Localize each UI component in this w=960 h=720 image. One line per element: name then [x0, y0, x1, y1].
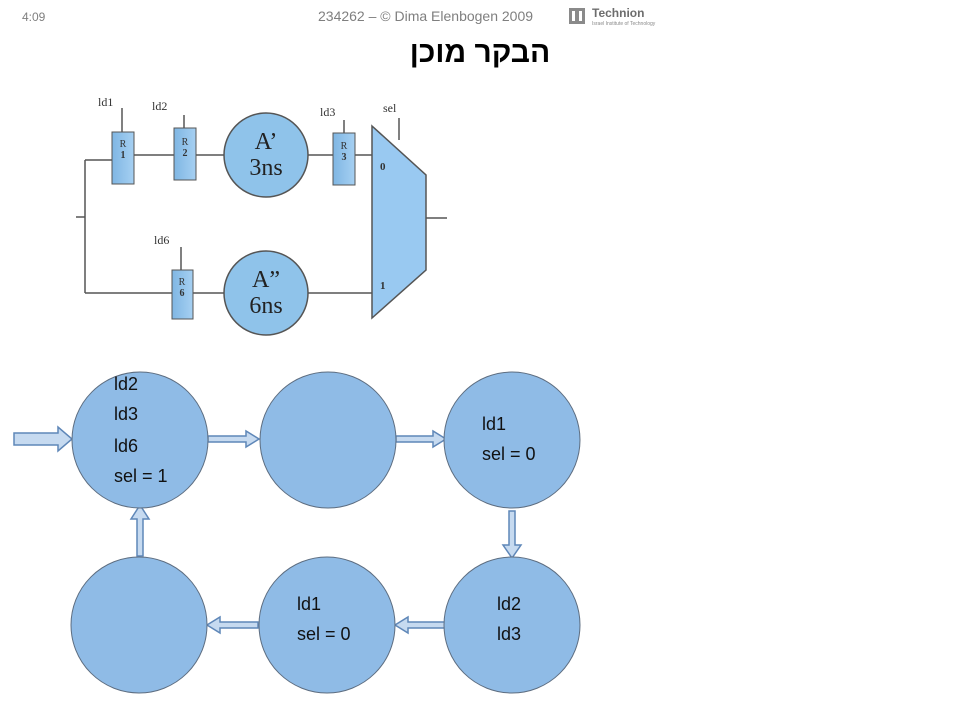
- technion-logo: Technion Israel Institute of Technology: [569, 6, 656, 27]
- slide-title: הבקר מוכן: [409, 36, 551, 69]
- state-6: [70, 556, 208, 694]
- register-r2-letter: R: [182, 137, 189, 148]
- state-4-line-2: ld3: [497, 624, 521, 644]
- register-r3: R 3: [332, 132, 356, 186]
- arrow-s4-s5: [393, 615, 448, 635]
- state-3-line-1: ld1: [482, 414, 506, 434]
- signal-ld2-label: ld2: [152, 99, 167, 113]
- arrow-s5-s6: [205, 615, 259, 635]
- unit-a-prime: A’ 3ns: [223, 112, 309, 198]
- state-1-line-4: sel = 1: [114, 466, 168, 486]
- state-1-line-2: ld3: [114, 404, 138, 424]
- register-r3-letter: R: [341, 141, 348, 152]
- arrow-s6-s1: [129, 503, 151, 557]
- fsm-diagram: ld2 ld3 ld6 sel = 1 ld1 sel = 0 ld2 ld3 …: [13, 371, 581, 694]
- unit-a-double-prime-delay: 6ns: [249, 293, 282, 319]
- register-r2-number: 2: [183, 148, 188, 159]
- signal-ld3-label: ld3: [320, 105, 335, 119]
- register-r6: R 6: [171, 269, 194, 320]
- signal-sel-label: sel: [383, 101, 397, 115]
- mux-input-0-label: 0: [380, 161, 386, 173]
- arrow-s1-s2: [207, 429, 261, 449]
- slide-number: 4:09: [22, 10, 46, 24]
- course-header: 234262 – © Dima Elenbogen 2009: [318, 8, 534, 24]
- unit-a-double-prime: A” 6ns: [223, 250, 309, 336]
- unit-a-double-prime-name: A”: [252, 267, 280, 293]
- state-3: ld1 sel = 0: [443, 371, 581, 509]
- state-5-line-2: sel = 0: [297, 624, 351, 644]
- register-r1-number: 1: [121, 150, 126, 161]
- signal-ld6-label: ld6: [154, 233, 169, 247]
- state-2: [259, 371, 397, 509]
- register-r2: R 2: [173, 127, 197, 181]
- technion-emblem-icon: [569, 8, 585, 24]
- logo-text: Technion: [592, 6, 644, 20]
- state-3-line-2: sel = 0: [482, 444, 536, 464]
- register-r1-letter: R: [120, 139, 127, 150]
- state-1-line-3: ld6: [114, 436, 138, 456]
- register-r3-number: 3: [342, 152, 347, 163]
- state-4-line-1: ld2: [497, 594, 521, 614]
- arrow-s3-s4: [501, 510, 523, 560]
- unit-a-prime-delay: 3ns: [249, 155, 282, 181]
- state-5: ld1 sel = 0: [258, 556, 396, 694]
- register-r6-number: 6: [180, 288, 185, 299]
- state-1-line-1: ld2: [114, 374, 138, 394]
- state-1: ld2 ld3 ld6 sel = 1: [71, 371, 209, 509]
- arrow-s2-s3: [395, 429, 448, 449]
- state-5-line-1: ld1: [297, 594, 321, 614]
- logo-subtext: Israel Institute of Technology: [592, 21, 656, 27]
- state-4: ld2 ld3: [443, 556, 581, 694]
- unit-a-prime-name: A’: [255, 129, 278, 155]
- multiplexer: 0 1: [371, 124, 427, 320]
- register-r1: R 1: [111, 131, 135, 185]
- arrow-entry: [13, 425, 74, 453]
- datapath-circuit: [76, 108, 447, 294]
- signal-ld1-label: ld1: [98, 95, 113, 109]
- mux-input-1-label: 1: [380, 280, 386, 292]
- register-r6-letter: R: [179, 277, 186, 288]
